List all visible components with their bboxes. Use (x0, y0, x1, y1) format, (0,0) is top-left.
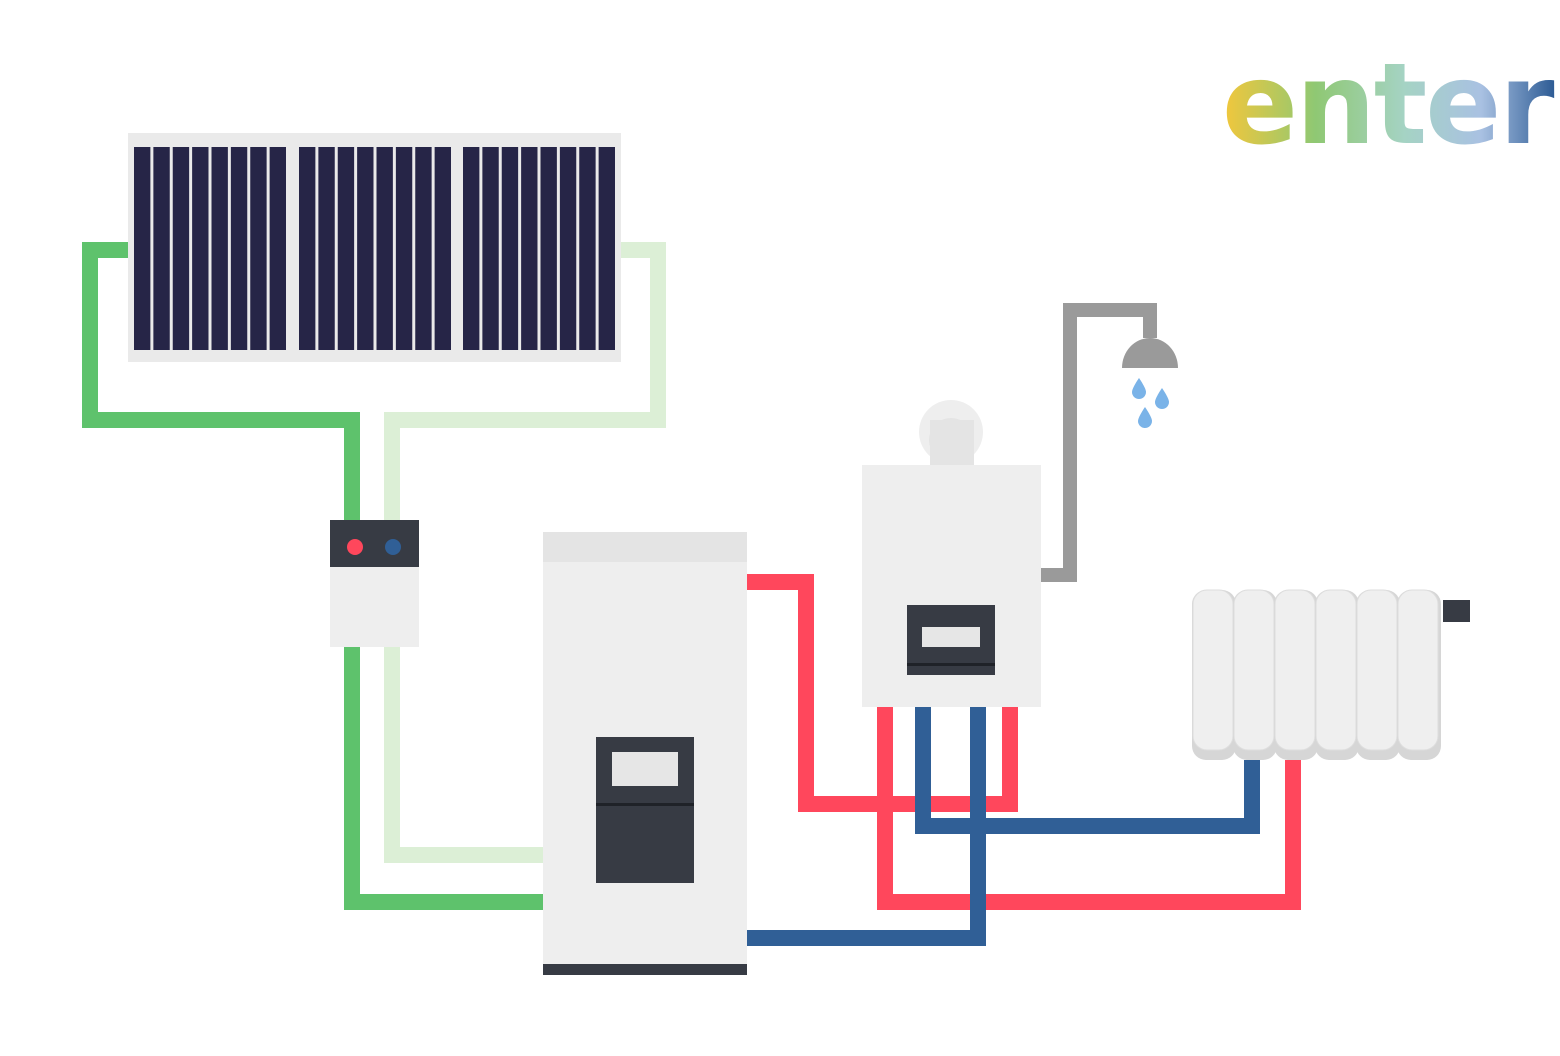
solar-panel-section-2 (299, 147, 451, 350)
storage-tank-icon (543, 532, 747, 975)
solar-cell (337, 147, 355, 350)
solar-cell (134, 147, 151, 350)
radiator-fin (1315, 589, 1357, 751)
solar-cell (357, 147, 374, 350)
radiator-fin (1233, 589, 1275, 751)
solar-return-pipe-lower (384, 645, 545, 863)
water-drop-icon (1132, 378, 1146, 399)
solar-panel-section-1 (134, 147, 286, 350)
water-drop-icon (1155, 388, 1169, 409)
boiler-icon (862, 400, 1041, 707)
radiator-fin (1274, 589, 1316, 751)
solar-cell (299, 147, 316, 350)
heating-pipes (745, 303, 1301, 946)
pump-controller-icon (330, 520, 419, 647)
solar-loop-pipes (82, 242, 666, 910)
solar-supply-pipe (82, 242, 360, 528)
logo-text: enter (1222, 40, 1554, 170)
cold-indicator-icon (385, 539, 401, 555)
solar-cell (559, 147, 577, 350)
solar-panel-section-3 (463, 147, 615, 350)
solar-cell (540, 147, 557, 350)
solar-cell (579, 147, 596, 350)
solar-cell (153, 147, 170, 350)
solar-cell (250, 147, 267, 350)
water-drop-icon (1138, 407, 1152, 428)
solar-panel-icon (128, 133, 621, 362)
boiler-to-radiator-hot-pipe (877, 705, 1301, 910)
radiator-fin (1192, 589, 1234, 751)
shower-icon (1122, 338, 1178, 428)
radiator-icon (1192, 589, 1470, 760)
radiator-fin (1356, 589, 1398, 751)
solar-cell (463, 147, 480, 350)
boiler-to-tank-return-pipe (745, 705, 986, 946)
solar-cell (521, 147, 538, 350)
solar-cell (376, 147, 393, 350)
solar-cell (482, 147, 499, 350)
solar-supply-pipe-lower (344, 645, 545, 910)
tank-to-boiler-hot-pipe (745, 574, 1018, 812)
solar-cell (598, 147, 615, 350)
solar-cell (230, 147, 248, 350)
solar-cell (172, 147, 190, 350)
solar-cell (501, 147, 519, 350)
solar-return-pipe (384, 242, 666, 528)
boiler-to-shower-pipe (1040, 303, 1157, 582)
solar-cell (211, 147, 228, 350)
solar-cell (395, 147, 413, 350)
hot-indicator-icon (347, 539, 363, 555)
radiator-to-boiler-return-pipe (915, 705, 1260, 834)
solar-cell (434, 147, 451, 350)
solar-cell (269, 147, 286, 350)
solar-cell (415, 147, 432, 350)
enter-logo: enter (1222, 40, 1556, 170)
solar-cell (318, 147, 335, 350)
radiator-fin (1397, 589, 1439, 751)
solar-cell (192, 147, 209, 350)
